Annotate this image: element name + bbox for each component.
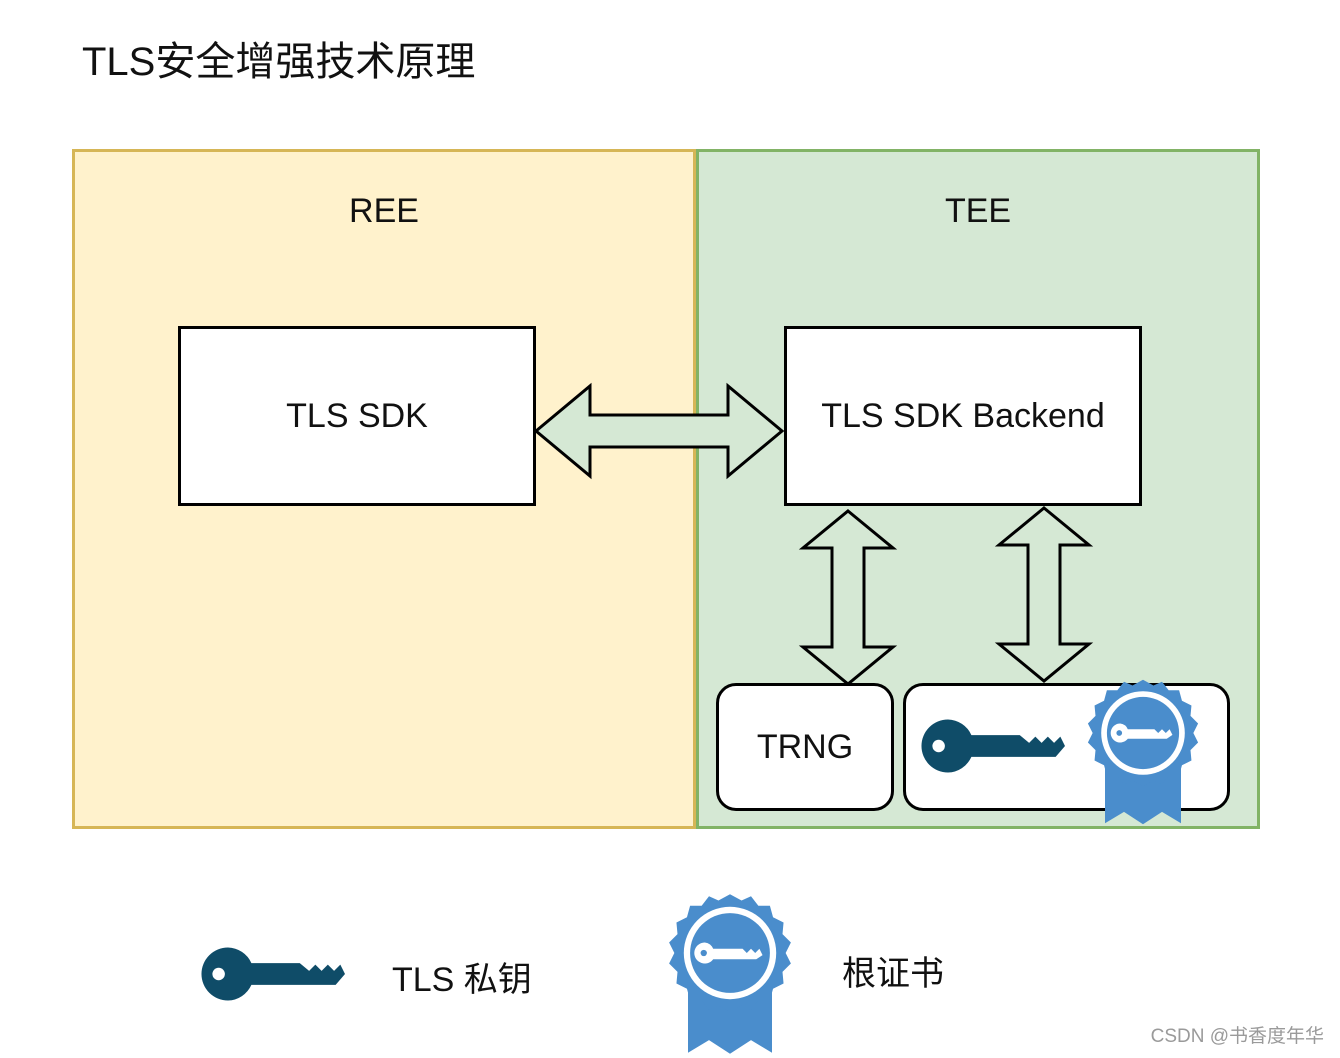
legend-root-cert-label: 根证书 [842, 955, 944, 993]
tls-sdk-backend-box: TLS SDK Backend [784, 326, 1142, 506]
tls-sdk-box: TLS SDK [178, 326, 536, 506]
key-icon [201, 947, 345, 1001]
trng-label: TRNG [756, 727, 854, 766]
watermark: CSDN @书香度年华 [1150, 1026, 1324, 1047]
legend-private-key-label: TLS 私钥 [392, 961, 532, 999]
tls-sdk-label: TLS SDK [286, 396, 428, 435]
certificate-icon [669, 894, 791, 1054]
ree-label: REE [349, 192, 419, 230]
tls-sdk-backend-label: TLS SDK Backend [821, 396, 1105, 435]
key-store-box [903, 683, 1230, 811]
diagram-title: TLS安全增强技术原理 [82, 40, 476, 84]
trng-box: TRNG [716, 683, 894, 811]
tee-label: TEE [944, 192, 1012, 230]
